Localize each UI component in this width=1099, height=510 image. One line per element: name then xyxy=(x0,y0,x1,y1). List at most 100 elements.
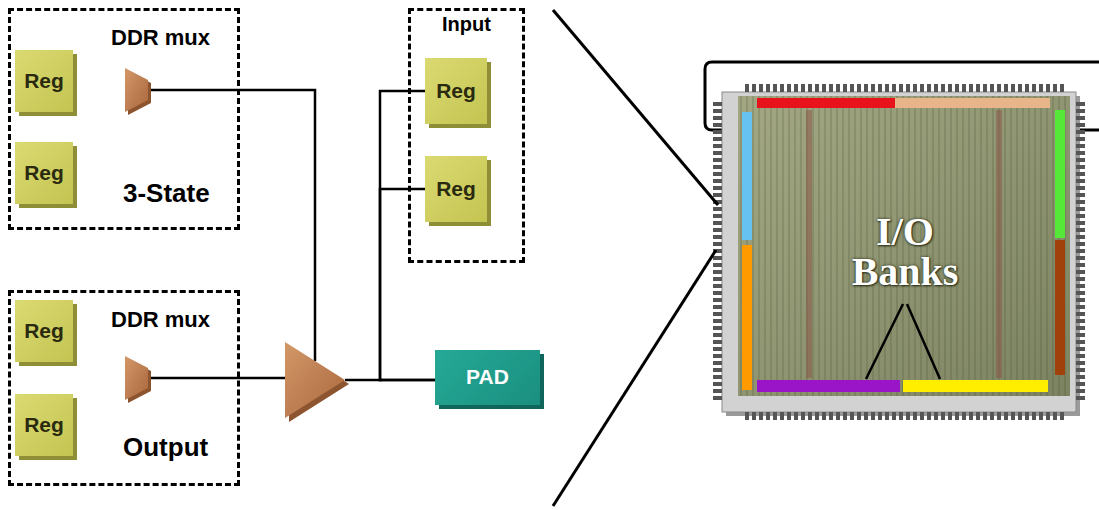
pin xyxy=(713,186,722,190)
pin xyxy=(801,412,805,420)
pin xyxy=(1076,305,1085,309)
pin xyxy=(713,151,722,155)
leader-line xyxy=(907,304,940,379)
pin xyxy=(1076,137,1085,141)
pin xyxy=(990,412,994,420)
pin xyxy=(713,137,722,141)
pin xyxy=(843,412,847,420)
pin xyxy=(1076,263,1085,267)
pin xyxy=(899,412,903,420)
register-label: Reg xyxy=(24,319,64,343)
pin xyxy=(906,412,910,420)
pin xyxy=(941,84,945,92)
pin xyxy=(1046,84,1050,92)
io-bank-bar xyxy=(757,98,895,108)
pin xyxy=(780,84,784,92)
io-bank-bar xyxy=(1055,240,1065,375)
wire xyxy=(345,379,382,382)
pin xyxy=(713,193,722,197)
pin xyxy=(1076,186,1085,190)
pin xyxy=(713,172,722,176)
pin xyxy=(1076,242,1085,246)
pin xyxy=(850,84,854,92)
pin xyxy=(948,412,952,420)
pin xyxy=(885,84,889,92)
pin xyxy=(713,116,722,120)
pin xyxy=(836,412,840,420)
pin xyxy=(713,242,722,246)
pin xyxy=(920,412,924,420)
group-label: Input xyxy=(411,13,522,36)
pin xyxy=(1053,84,1057,92)
pin xyxy=(1076,319,1085,323)
pin xyxy=(713,277,722,281)
register-box: Reg xyxy=(425,58,487,124)
register-group: DDR mux3-StateRegReg xyxy=(8,8,240,230)
pin xyxy=(934,412,938,420)
pin xyxy=(773,84,777,92)
pin xyxy=(969,84,973,92)
pin xyxy=(759,84,763,92)
pin xyxy=(892,84,896,92)
pin xyxy=(808,412,812,420)
pin xyxy=(1076,123,1085,127)
pin xyxy=(713,368,722,372)
pin xyxy=(1076,256,1085,260)
pin xyxy=(1076,158,1085,162)
pin xyxy=(1076,375,1085,379)
pin xyxy=(1076,333,1085,337)
package-shadow xyxy=(726,96,1080,416)
pin xyxy=(1025,412,1029,420)
ddr-mux-symbol xyxy=(125,356,148,400)
pin xyxy=(713,263,722,267)
pin xyxy=(1004,412,1008,420)
pin xyxy=(759,412,763,420)
group-label: Output xyxy=(123,433,208,463)
pin xyxy=(713,256,722,260)
pin xyxy=(1060,412,1064,420)
pin xyxy=(1076,235,1085,239)
pin xyxy=(713,144,722,148)
pin xyxy=(983,412,987,420)
pin xyxy=(1032,84,1036,92)
pin xyxy=(1076,277,1085,281)
pin xyxy=(934,84,938,92)
chip-die xyxy=(738,96,1070,396)
pin xyxy=(713,221,722,225)
pin xyxy=(713,333,722,337)
register-box: Reg xyxy=(425,156,487,222)
pin xyxy=(885,412,889,420)
pin xyxy=(1076,368,1085,372)
zoom-line xyxy=(553,10,718,205)
register-box: Reg xyxy=(15,142,73,204)
pin xyxy=(1018,84,1022,92)
pin xyxy=(1076,361,1085,365)
pin xyxy=(822,412,826,420)
pin xyxy=(1076,347,1085,351)
ddr-mux-symbol xyxy=(125,68,148,112)
pin xyxy=(713,235,722,239)
tristate-buffer-symbol xyxy=(285,342,345,418)
pin xyxy=(1076,200,1085,204)
pin xyxy=(1076,389,1085,393)
pin xyxy=(1076,312,1085,316)
zoom-line xyxy=(553,250,716,506)
pin xyxy=(927,84,931,92)
pin xyxy=(969,412,973,420)
register-box: Reg xyxy=(15,300,73,362)
pin xyxy=(794,412,798,420)
io-bank-bar xyxy=(895,98,1050,108)
register-box: Reg xyxy=(15,394,73,456)
pin xyxy=(955,412,959,420)
register-label: Reg xyxy=(24,69,64,93)
pin xyxy=(713,298,722,302)
pin xyxy=(773,412,777,420)
pin xyxy=(955,84,959,92)
pin xyxy=(829,412,833,420)
pin xyxy=(794,84,798,92)
io-banks-label: I/O Banks xyxy=(840,212,970,292)
pin xyxy=(1076,144,1085,148)
pin xyxy=(1060,84,1064,92)
pin xyxy=(787,84,791,92)
pin xyxy=(997,84,1001,92)
